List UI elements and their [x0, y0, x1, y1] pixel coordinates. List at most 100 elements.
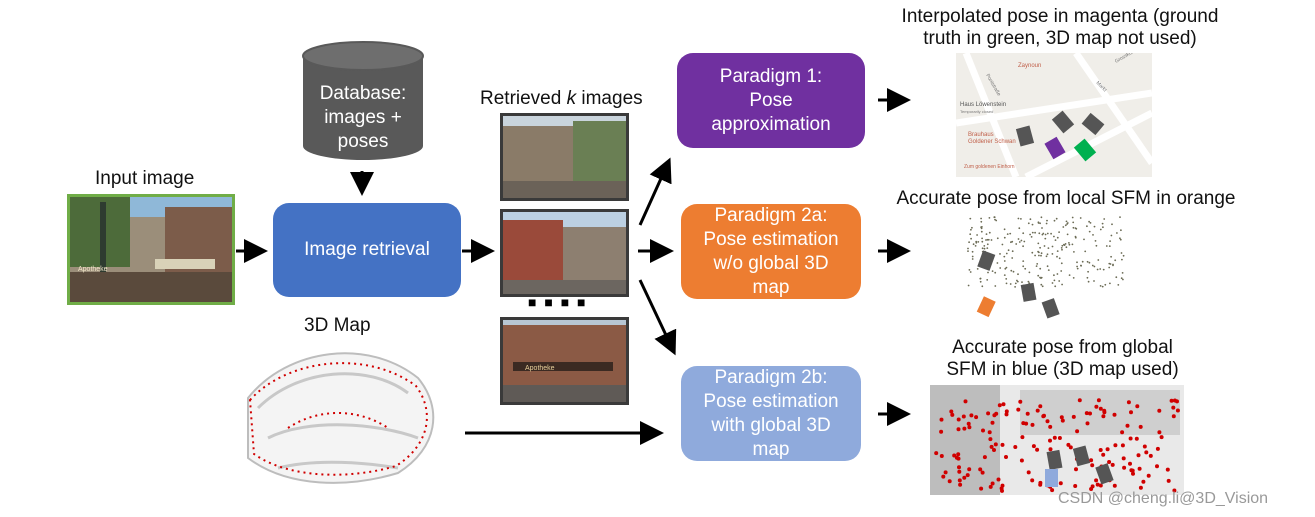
sfm-point [1109, 240, 1111, 242]
sfm-point [1066, 233, 1069, 236]
sfm-point [994, 285, 997, 287]
global-map-point [1157, 408, 1162, 413]
sfm-point [999, 253, 1001, 255]
global-map-point [969, 413, 974, 418]
global-map-point [1175, 399, 1179, 404]
global-map-point [1013, 445, 1018, 449]
global-map-point [956, 417, 961, 422]
retrieved-label-k: k [566, 88, 577, 109]
global-map-point [952, 453, 957, 458]
sfm-point [988, 231, 991, 234]
global-map-point [987, 430, 992, 435]
global-map-point [1004, 455, 1008, 459]
global-map-point [1094, 404, 1099, 409]
global-map-point [956, 427, 961, 432]
sfm-point [1005, 282, 1008, 285]
sfm-point [1120, 229, 1122, 232]
sfm-point [1119, 238, 1122, 241]
arrow-images-to-p1 [638, 157, 672, 226]
global-map-point [1135, 404, 1140, 409]
sfm-point [1012, 270, 1015, 273]
global-map-point [1148, 453, 1153, 458]
sfm-point [1027, 280, 1030, 283]
global-map-point [1157, 430, 1162, 435]
sfm-point [1039, 246, 1041, 249]
global-map-point [1048, 424, 1053, 429]
sfm-point [1009, 283, 1012, 285]
sfm-point [1040, 216, 1043, 219]
global-map-point [1074, 467, 1078, 472]
global-map-point [1128, 436, 1133, 441]
sfm-point [1068, 243, 1071, 246]
sfm-point [1065, 246, 1068, 249]
global-map-point [1058, 481, 1063, 486]
global-map-point [1077, 398, 1082, 403]
sfm-point [1045, 255, 1048, 258]
global-map-point [939, 417, 944, 422]
sfm-point [1034, 231, 1036, 234]
global-map-point [1075, 429, 1080, 434]
sfm-point [1031, 231, 1034, 234]
sfm-point [1031, 223, 1034, 226]
sfm-point [1116, 232, 1118, 234]
retrieved-images-label: Retrieved k images [480, 88, 643, 110]
global-map-point [1155, 464, 1159, 469]
sfm-point [1086, 225, 1088, 228]
sfm-point [1036, 263, 1039, 265]
sfm-point [1030, 236, 1033, 238]
global-map-point [958, 482, 963, 487]
global-map-point [988, 437, 993, 442]
global-map-point [934, 451, 939, 456]
image-retrieval-box: Image retrieval [273, 203, 461, 297]
sfm-point [1005, 266, 1008, 269]
sfm-point [1080, 264, 1082, 267]
sfm-point [981, 237, 983, 240]
sfm-point [1005, 252, 1008, 255]
sfm-point [1105, 245, 1108, 247]
global-map-point [1137, 466, 1142, 471]
global-map-point [1020, 435, 1025, 440]
global-map-point [1130, 468, 1135, 473]
global-map-point [1088, 411, 1092, 416]
global-map-point [1171, 414, 1176, 419]
svg-text:Temporarily closed: Temporarily closed [960, 109, 993, 114]
sfm-point [1099, 285, 1102, 287]
global-map-point [1098, 448, 1103, 452]
sfm-point [999, 267, 1002, 269]
sfm-point [1056, 250, 1059, 252]
sfm-point [1053, 279, 1056, 282]
global-map-point [957, 478, 962, 483]
sfm-point [979, 280, 982, 283]
sfm-point [1073, 251, 1075, 253]
sfm-point [1121, 258, 1123, 261]
svg-text:Brauhaus: Brauhaus [968, 132, 994, 138]
sfm-point [1111, 223, 1113, 226]
3d-map-label: 3D Map [304, 315, 371, 336]
global-map-point [981, 428, 985, 433]
watermark: CSDN @cheng.li@3D_Vision [1058, 490, 1269, 507]
sfm-point [1071, 216, 1074, 219]
global-map-point [939, 429, 944, 434]
sfm-point [1072, 277, 1075, 279]
sfm-point [1108, 262, 1111, 265]
global-map-point [1059, 415, 1064, 420]
sfm-point [1093, 280, 1095, 282]
paradigm-2b-box: Paradigm 2b: Pose estimation with global… [681, 366, 861, 461]
sfm-point [1005, 278, 1008, 280]
global-map-point [979, 486, 984, 491]
global-map-point [994, 411, 999, 416]
global-map-point [1000, 442, 1005, 447]
sfm-point [1017, 273, 1019, 276]
global-map-point [947, 479, 952, 484]
sfm-point [1004, 267, 1007, 270]
sfm-point [1046, 265, 1049, 268]
global-map-point [954, 455, 959, 460]
sfm-point [1037, 222, 1040, 224]
global-map-point [1019, 458, 1024, 463]
retrieved-image-1 [500, 113, 629, 201]
sfm-point [968, 269, 971, 271]
sfm-point [1119, 216, 1121, 218]
sfm-point [1093, 225, 1096, 228]
global-map-point [941, 474, 946, 479]
